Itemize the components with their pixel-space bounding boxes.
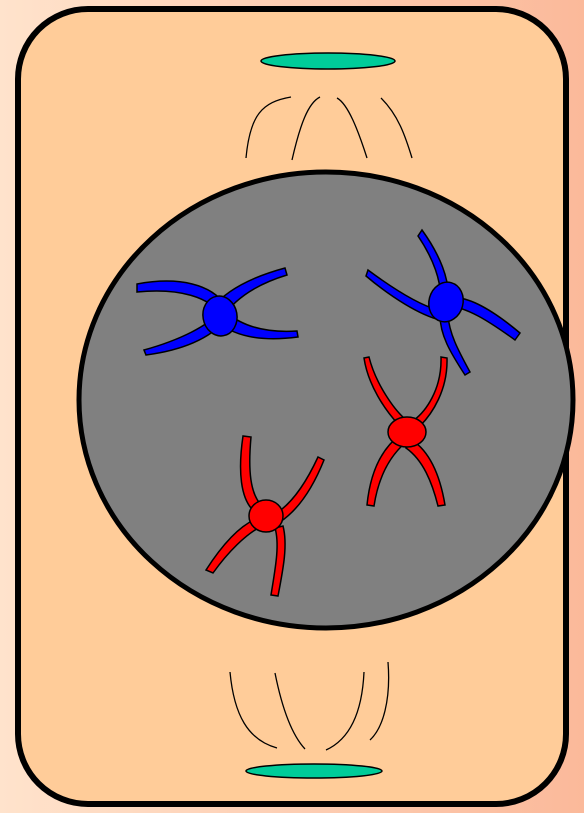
- centrosome-bottom: [246, 764, 382, 778]
- nuclear-envelope: [79, 172, 573, 628]
- chiasma: [249, 500, 283, 532]
- centrosome-top: [261, 53, 395, 69]
- chiasma: [388, 417, 426, 447]
